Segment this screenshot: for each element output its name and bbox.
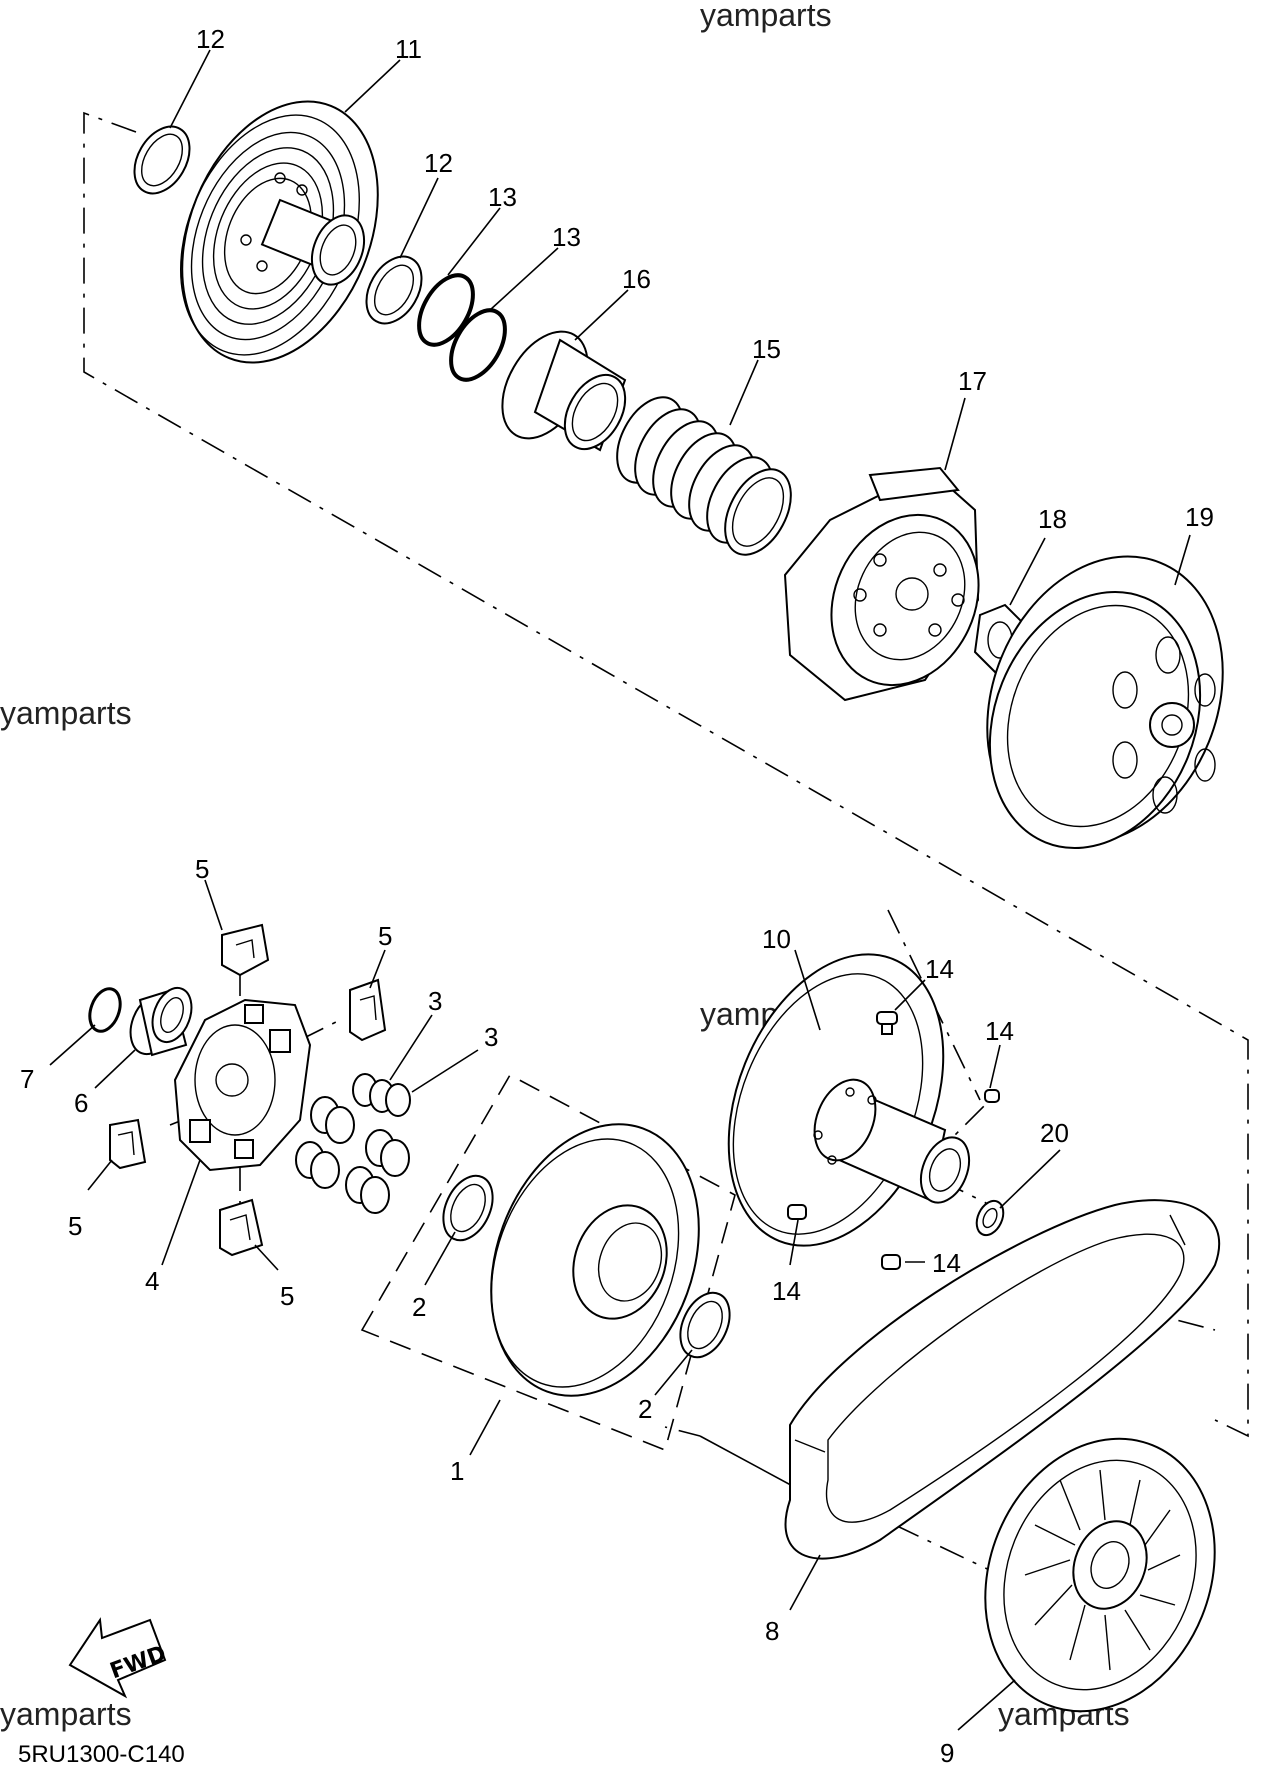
callout-9: 9	[940, 1738, 954, 1768]
callout-3-b: 3	[484, 1022, 498, 1052]
part-3-weight-roller-b	[385, 1083, 411, 1117]
callout-17: 17	[958, 366, 987, 396]
watermark-left: yamparts	[0, 695, 132, 731]
part-1-primary-sliding-sheave	[490, 1123, 700, 1397]
part-17-clutch-carrier	[783, 466, 980, 702]
part-16-collar	[501, 330, 627, 452]
callout-3-a: 3	[428, 986, 442, 1016]
part-2-collar-right	[679, 1291, 731, 1359]
watermark-bottom-left: yamparts	[0, 1696, 132, 1732]
callout-10: 10	[762, 924, 791, 954]
callout-5-right: 5	[378, 921, 392, 951]
callout-1: 1	[450, 1456, 464, 1486]
part-12-oil-seal-upper	[133, 125, 191, 195]
watermark-top: yamparts	[700, 0, 832, 33]
callout-13-a: 13	[488, 182, 517, 212]
part-12-oil-seal-lower	[365, 255, 423, 325]
callout-14-bottom: 14	[932, 1248, 961, 1278]
part-14-pin-top	[876, 1011, 898, 1035]
part-14-pin-right	[984, 1089, 1000, 1103]
callout-7: 7	[20, 1064, 34, 1094]
part-3-weight-roller-a	[352, 1073, 395, 1113]
part-13-o-ring-b	[449, 308, 507, 382]
callout-16: 16	[622, 264, 651, 294]
part-5-slider-bottom	[219, 1198, 264, 1257]
part-15-compression-spring	[616, 396, 792, 556]
part-20-washer	[975, 1199, 1005, 1237]
callout-19: 19	[1185, 502, 1214, 532]
callout-6: 6	[74, 1088, 88, 1118]
part-3-weight-roller-set	[295, 1096, 410, 1214]
part-14-pin-bottom	[881, 1254, 901, 1270]
leader-lines	[49, 49, 1191, 1731]
part-19-clutch-housing	[986, 555, 1224, 849]
callout-12-upper: 12	[196, 24, 225, 54]
part-14-pin-left	[787, 1204, 807, 1220]
part-9-primary-fixed-sheave	[984, 1437, 1216, 1713]
part-4-cam-plate	[173, 998, 312, 1172]
part-6-bushing	[129, 986, 193, 1057]
callout-14-right: 14	[985, 1016, 1014, 1046]
part-8-v-belt	[784, 1199, 1221, 1560]
part-5-slider-top	[221, 923, 270, 977]
part-11-secondary-sheave	[180, 100, 379, 364]
callout-8: 8	[765, 1616, 779, 1646]
callout-12-lower: 12	[424, 148, 453, 178]
callout-2-left: 2	[412, 1292, 426, 1322]
part-2-collar-left	[442, 1174, 494, 1242]
callout-4: 4	[145, 1266, 159, 1296]
part-5-slider-left	[109, 1118, 147, 1170]
assembly-box-1	[360, 1073, 736, 1452]
callout-13-b: 13	[552, 222, 581, 252]
callout-11: 11	[395, 34, 422, 64]
callout-14-top: 14	[925, 954, 954, 984]
callout-5-bottom: 5	[280, 1281, 294, 1311]
callout-18: 18	[1038, 504, 1067, 534]
callout-15: 15	[752, 334, 781, 364]
callout-20: 20	[1040, 1118, 1069, 1148]
part-5-slider-right	[349, 978, 387, 1042]
diagram-code: 5RU1300-C140	[18, 1741, 185, 1768]
part-13-o-ring-a	[417, 273, 475, 347]
callout-5-top: 5	[195, 854, 209, 884]
part-7-o-ring	[88, 987, 122, 1033]
callout-5-left: 5	[68, 1211, 82, 1241]
callout-14-left: 14	[772, 1276, 801, 1306]
part-10-fixed-sheave	[727, 953, 971, 1247]
callout-2-right: 2	[638, 1394, 652, 1424]
fwd-arrow-icon: FWD	[68, 1617, 170, 1699]
